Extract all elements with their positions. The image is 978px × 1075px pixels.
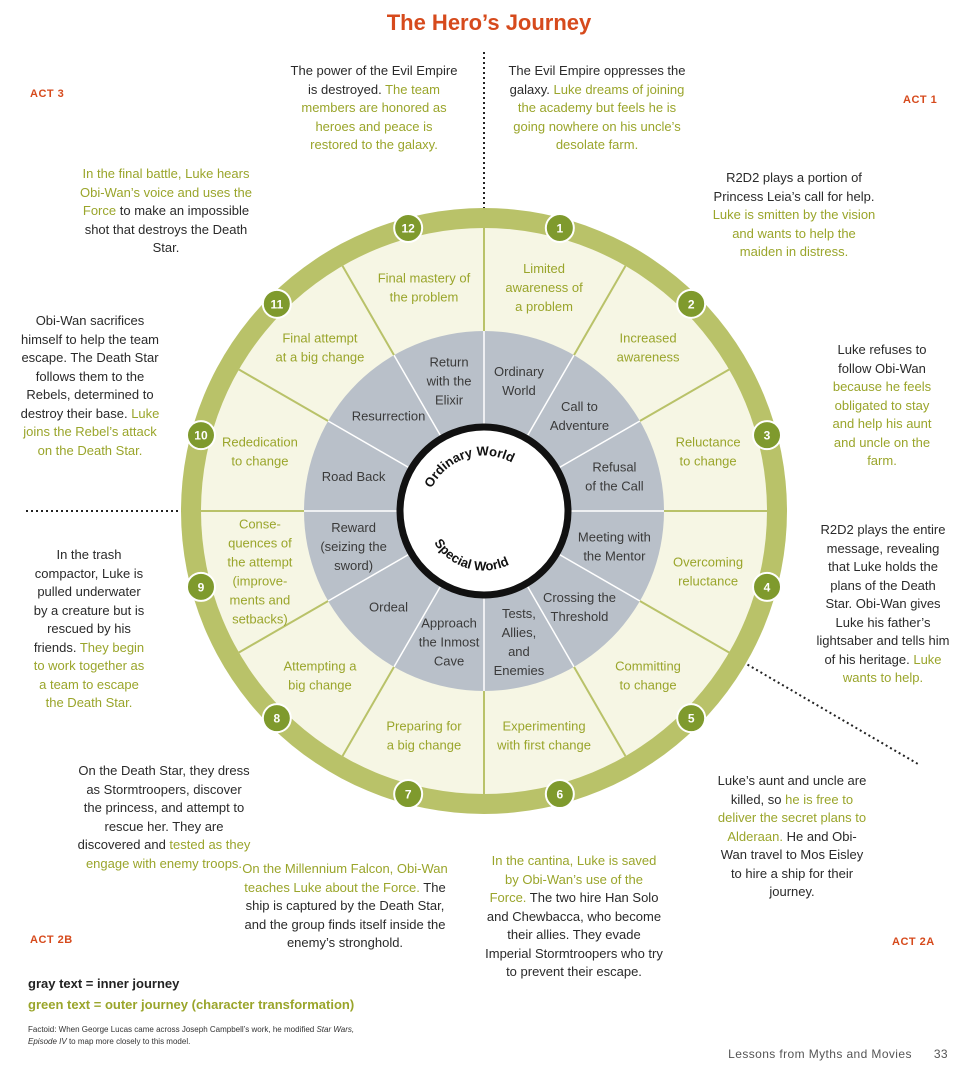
stage-number-badge: 12 — [393, 212, 424, 243]
outer-spoke — [238, 600, 329, 654]
legend-gray: gray text = inner journey — [28, 976, 180, 991]
act-1-label: ACT 1 — [903, 94, 938, 106]
stage-number-badge: 11 — [261, 288, 292, 319]
svg-text:3: 3 — [764, 429, 771, 443]
svg-text:12: 12 — [401, 221, 415, 235]
factoid-note: Factoid: When George Lucas came across J… — [28, 1025, 355, 1046]
act-2b-label: ACT 2B — [30, 934, 73, 946]
story-stage-12: The power of the Evil Empire is destroye… — [290, 63, 458, 152]
outer-spoke — [341, 666, 395, 757]
stage-number-badge: 1 — [544, 212, 575, 243]
footer-label: Lessons from Myths and Movies — [728, 1047, 912, 1061]
outer-spoke — [573, 666, 627, 757]
inner-stage-label: Road Back — [322, 469, 386, 484]
legend-green: green text = outer journey (character tr… — [28, 997, 355, 1012]
page-footer: Lessons from Myths and Movies 33 — [728, 1047, 948, 1061]
story-stage-11: In the final battle, Luke hears Obi-Wan’… — [80, 166, 252, 255]
page-number: 33 — [933, 1047, 948, 1061]
story-stage-2: R2D2 plays a portion of Princess Leia’s … — [712, 170, 876, 259]
inner-spoke — [327, 552, 412, 602]
act-2a-label: ACT 2A — [892, 936, 935, 948]
inner-spoke — [525, 354, 575, 439]
svg-text:11: 11 — [270, 297, 283, 311]
inner-spoke — [556, 420, 641, 470]
story-stage-5: Luke’s aunt and uncle are killed, so he … — [717, 773, 867, 899]
outer-spoke — [639, 600, 730, 654]
svg-text:10: 10 — [194, 429, 208, 443]
inner-spoke — [393, 583, 443, 668]
story-stage-3: Luke refuses to follow Obi-Wan because h… — [832, 342, 932, 468]
svg-text:8: 8 — [273, 712, 280, 726]
svg-text:2: 2 — [688, 297, 695, 311]
svg-text:6: 6 — [556, 788, 563, 802]
story-stage-6: In the cantina, Luke is saved by Obi-Wan… — [485, 853, 663, 979]
stage-number-badge: 4 — [752, 571, 783, 602]
outer-spoke — [639, 368, 730, 422]
inner-stage-label: Resurrection — [352, 409, 426, 424]
stage-number-badge: 6 — [544, 779, 575, 810]
inner-spoke — [525, 583, 575, 668]
stage-number-badge: 3 — [752, 420, 783, 451]
page-title: The Hero’s Journey — [386, 10, 592, 35]
wheel-spokes — [201, 228, 767, 794]
story-stage-4: R2D2 plays the entire message, revealing… — [816, 522, 950, 685]
outer-spoke — [341, 265, 395, 356]
stage-number-badge: 9 — [185, 571, 216, 602]
stage-number-badge: 7 — [393, 779, 424, 810]
inner-spoke — [556, 552, 641, 602]
inner-stage-label: Ordeal — [369, 599, 408, 614]
story-stage-8: On the Death Star, they dress as Stormtr… — [77, 763, 251, 871]
svg-text:5: 5 — [688, 712, 695, 726]
story-stage-10: Obi-Wan sacrifices himself to help the t… — [20, 313, 160, 458]
svg-text:4: 4 — [764, 580, 771, 594]
svg-text:7: 7 — [405, 788, 412, 802]
inner-spoke — [327, 420, 412, 470]
stage-number-badge: 5 — [676, 703, 707, 734]
stage-number-badge: 2 — [676, 288, 707, 319]
story-stage-7: On the Millennium Falcon, Obi-Wan teache… — [242, 861, 448, 950]
act-3-label: ACT 3 — [30, 88, 65, 100]
svg-text:9: 9 — [198, 580, 205, 594]
outer-spoke — [573, 265, 627, 356]
inner-spoke — [393, 354, 443, 439]
center-ring — [396, 423, 572, 599]
story-stage-9: In the trash compactor, Luke is pulled u… — [33, 547, 145, 710]
svg-text:1: 1 — [556, 221, 563, 235]
outer-spoke — [238, 368, 329, 422]
stage-number-badge: 10 — [185, 420, 216, 451]
stage-number-badge: 8 — [261, 703, 292, 734]
story-stage-1: The Evil Empire oppresses the galaxy. Lu… — [508, 63, 686, 152]
